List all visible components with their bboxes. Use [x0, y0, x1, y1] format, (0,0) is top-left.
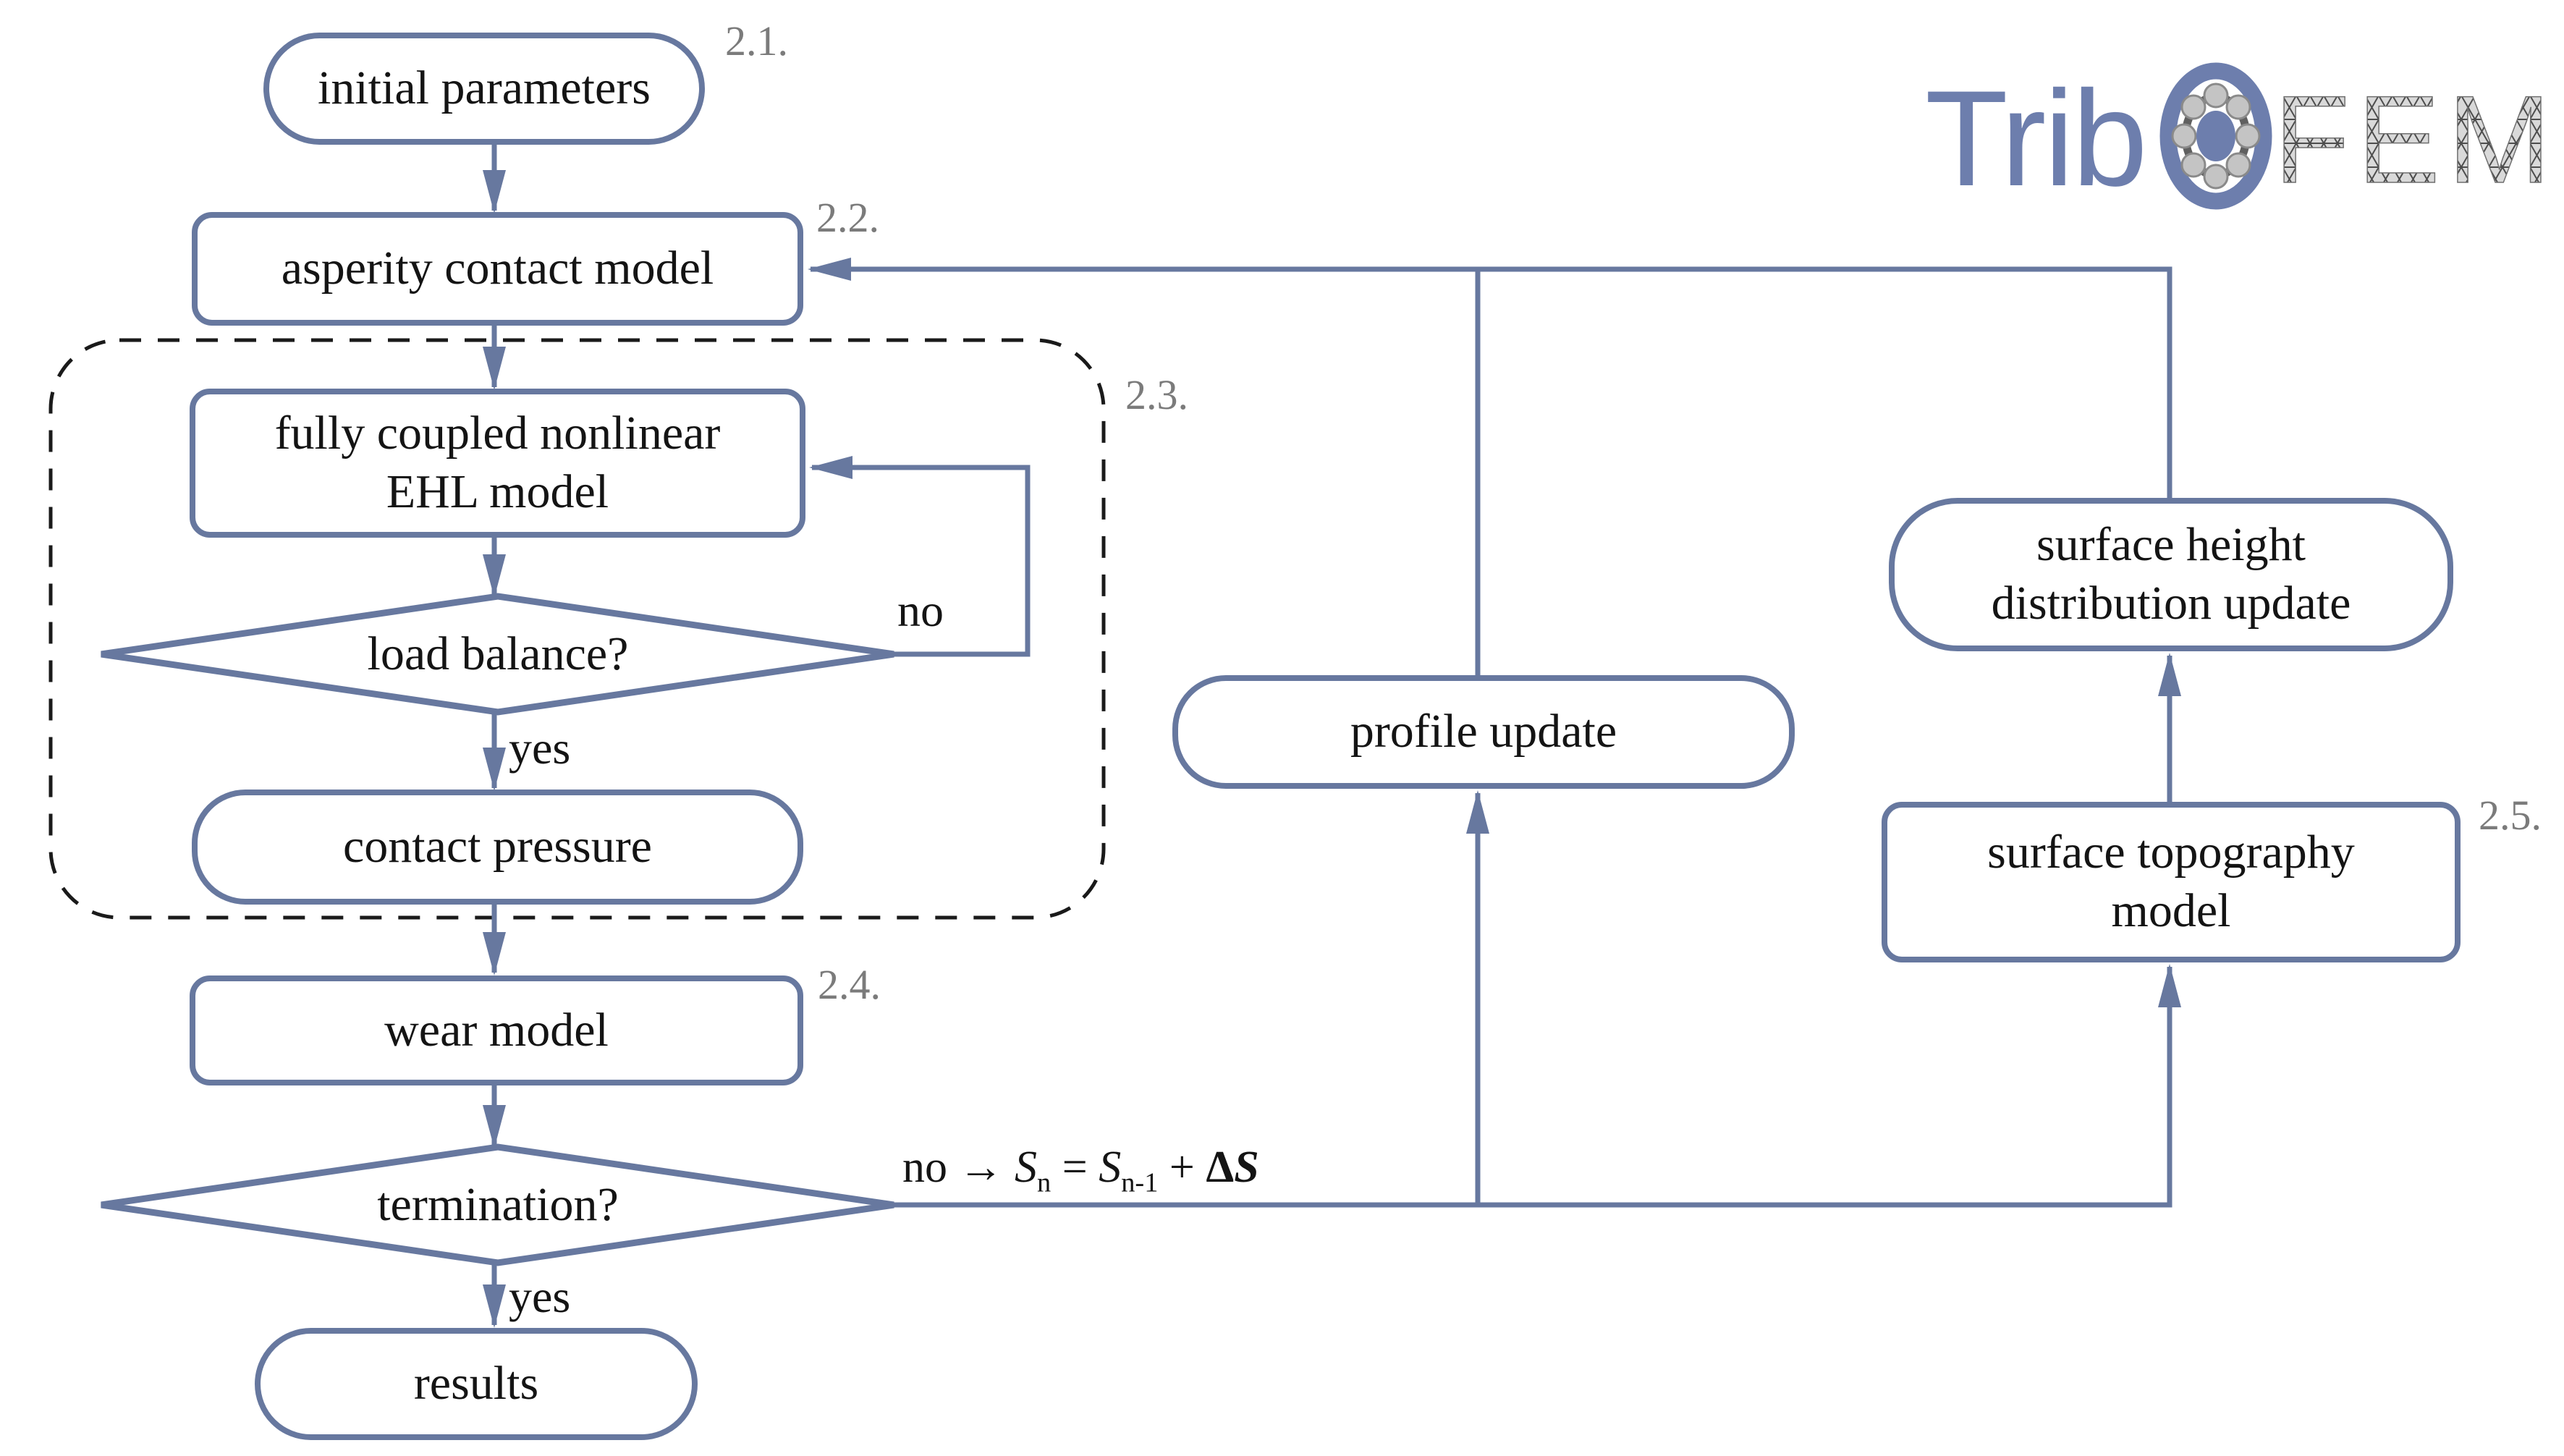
no-branch-formula: no → Sn = Sn-1 + ΔS — [902, 1143, 1259, 1198]
tag-2-5: 2.5. — [2479, 792, 2542, 839]
edge-no-loop-ehl — [809, 456, 1031, 657]
edge-feedback-to-asperity — [808, 258, 2172, 498]
dashed-container-2-3 — [48, 338, 1106, 920]
node-results: results — [255, 1328, 698, 1440]
diamond-load-balance — [101, 593, 894, 716]
tag-2-2: 2.2. — [816, 194, 879, 241]
tag-2-3: 2.3. — [1125, 371, 1188, 418]
logo-trib-text: Trib — [1925, 62, 2146, 214]
bearing-o-icon — [2159, 62, 2272, 210]
node-wear-model: wear model — [190, 975, 803, 1085]
node-surface-topography-model: surface topography model — [1882, 802, 2461, 962]
node-ehl-model: fully coupled nonlinear EHL model — [190, 389, 805, 538]
tribofem-logo: Trib FEM — [1925, 62, 2558, 214]
node-asperity-contact-model: asperity contact model — [192, 212, 803, 326]
node-contact-pressure: contact pressure — [192, 790, 803, 905]
edge-label-yes-termination: yes — [509, 1271, 571, 1322]
tag-2-1: 2.1. — [725, 17, 788, 64]
logo-fem-text: FEM — [2274, 70, 2558, 209]
edge-label-yes-load: yes — [509, 722, 571, 774]
node-initial-parameters: initial parameters — [263, 33, 705, 145]
edge-label-no-loop: no — [897, 585, 944, 636]
termination-label: termination? — [377, 1178, 619, 1231]
load-balance-label: load balance? — [367, 627, 629, 680]
tag-2-4: 2.4. — [818, 961, 881, 1008]
node-surface-height-distribution-update: surface height distribution update — [1889, 498, 2453, 651]
edge-no-to-surface-topography — [889, 964, 2181, 1208]
node-profile-update: profile update — [1172, 675, 1795, 789]
diamond-termination — [101, 1143, 894, 1266]
